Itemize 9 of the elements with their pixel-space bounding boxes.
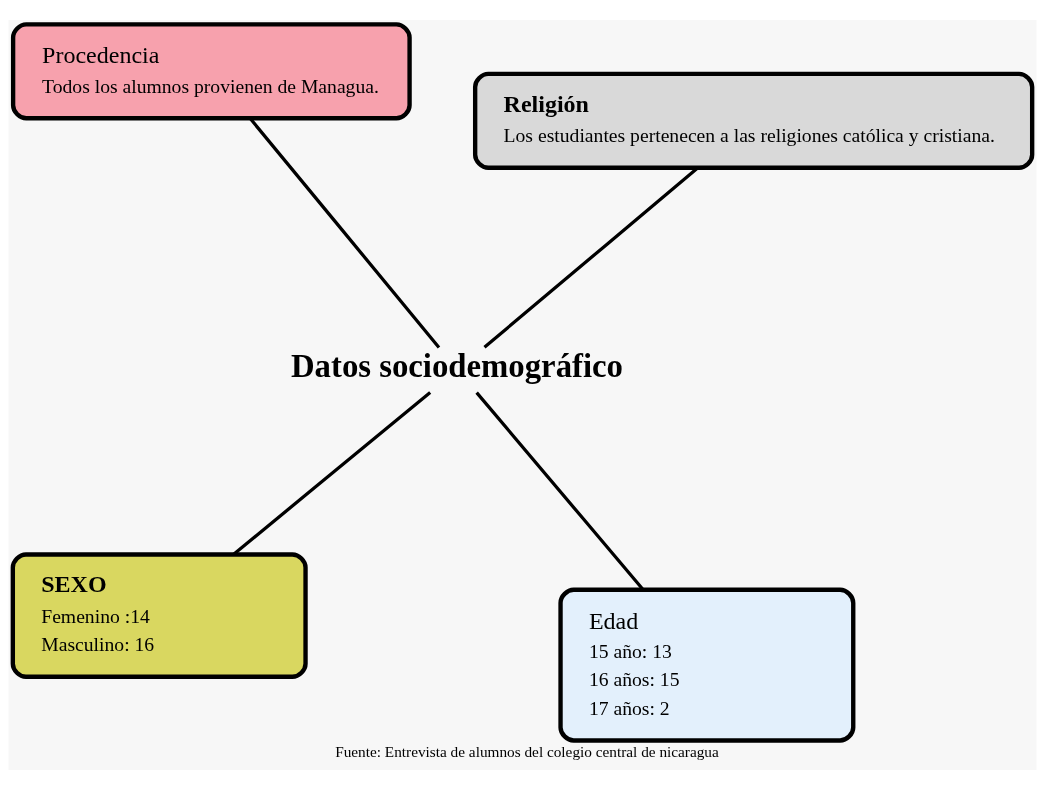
node-box: SEXO Femenino :14 Masculino: 16: [10, 552, 308, 679]
connector: [248, 117, 441, 349]
node-box: Procedencia Todos los alumnos provienen de Managua.: [10, 22, 412, 121]
node-box: Religión Los estudiantes pertenecen a las religiones católica y cristiana.: [472, 71, 1035, 170]
node-text: Datos sociodemográfico: [290, 348, 623, 385]
caption: Fuente: Entrevista de alumnos del colegio central de nicaragua: [335, 743, 719, 761]
connector: [475, 391, 645, 591]
connector: [232, 391, 432, 556]
node-box: Edad 15 año: 13 16 años: 15 17 años: 2: [558, 587, 856, 743]
